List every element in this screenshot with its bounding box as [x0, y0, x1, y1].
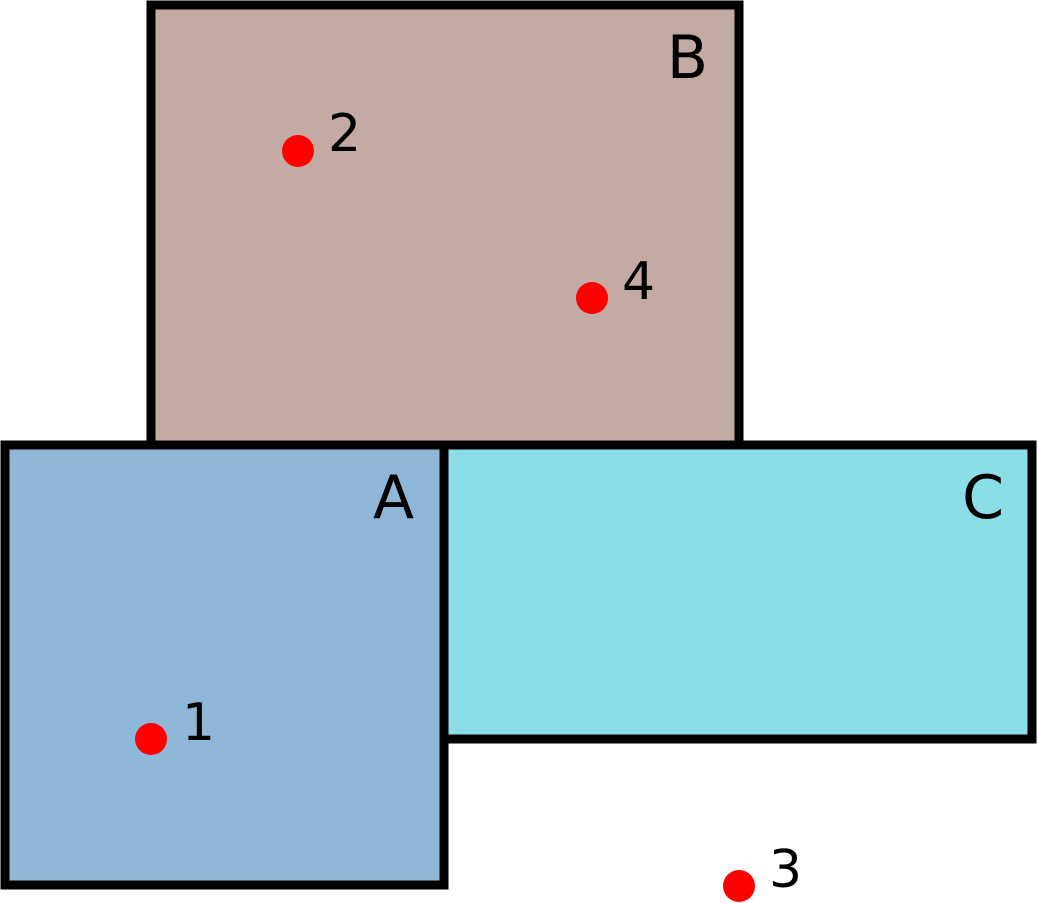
point-marker-2	[282, 135, 314, 167]
point-label-1: 1	[182, 693, 215, 753]
point-marker-4	[576, 282, 608, 314]
region-c	[439, 440, 1037, 744]
point-marker-3	[723, 870, 755, 902]
point-label-2: 2	[328, 104, 361, 164]
point-marker-1	[135, 723, 167, 755]
point-label-4: 4	[622, 252, 655, 312]
point-label-3: 3	[769, 840, 802, 900]
region-label-b: B	[667, 23, 708, 93]
region-label-c: C	[962, 463, 1004, 533]
region-label-a: A	[373, 463, 414, 533]
region-a	[0, 440, 449, 890]
region-b	[146, 0, 744, 450]
